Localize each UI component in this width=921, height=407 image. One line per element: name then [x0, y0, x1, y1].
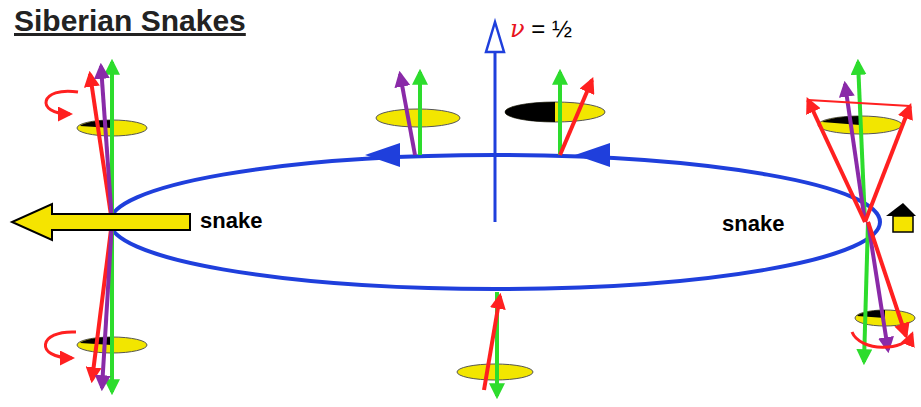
spin-vector-top-right — [505, 72, 605, 155]
spin-vectors-right-snake-part — [822, 116, 860, 125]
snake-arrow-left-part — [12, 204, 190, 240]
spin-vector-bottom-part — [484, 296, 500, 390]
spin-vector-top-left-part — [400, 74, 415, 155]
spin-vectors-right-snake-part — [868, 222, 888, 350]
spin-vectors-left-snake-part — [102, 222, 112, 388]
spin-vectors-left-snake-part — [101, 66, 112, 222]
spin-vector-top-right-part — [558, 72, 562, 155]
spin-vectors-right-snake — [808, 62, 915, 362]
spin-vectors-right-snake-part — [808, 100, 910, 106]
diagram-title: Siberian Snakes — [14, 4, 246, 38]
spin-vectors-right-snake-part — [868, 222, 906, 336]
spin-tune-axis-part — [494, 52, 497, 222]
spin-vectors-left-snake-part — [46, 91, 78, 114]
snake-label: snake — [722, 212, 784, 236]
spin-vector-top-left-part — [418, 72, 422, 155]
spin-vectors-right-snake-part — [864, 222, 868, 362]
storage-ring-part — [365, 143, 400, 167]
storage-ring-part — [575, 143, 610, 167]
spin-tune-axis-part — [486, 22, 504, 52]
spin-tune-label: ν = ½ — [510, 16, 572, 42]
snake-label: snake — [200, 209, 262, 233]
spin-vector-top-right-part — [505, 102, 605, 122]
snake-arrow-right-part — [886, 203, 916, 216]
snake-arrow-right — [886, 203, 916, 232]
spin-tune-axis — [486, 22, 504, 222]
spin-vectors-right-snake-part — [808, 100, 865, 222]
spin-vector-top-right-part — [560, 80, 592, 155]
snake-arrow-left — [12, 204, 190, 240]
spin-vector-top-left — [376, 72, 460, 155]
spin-vector-top-right-part — [505, 102, 555, 122]
spin-vector-bottom — [457, 292, 533, 396]
spin-vectors-right-snake-part — [852, 332, 912, 347]
spin-vectors-left-snake-part — [45, 332, 76, 358]
snake-arrow-right-part — [893, 216, 913, 232]
